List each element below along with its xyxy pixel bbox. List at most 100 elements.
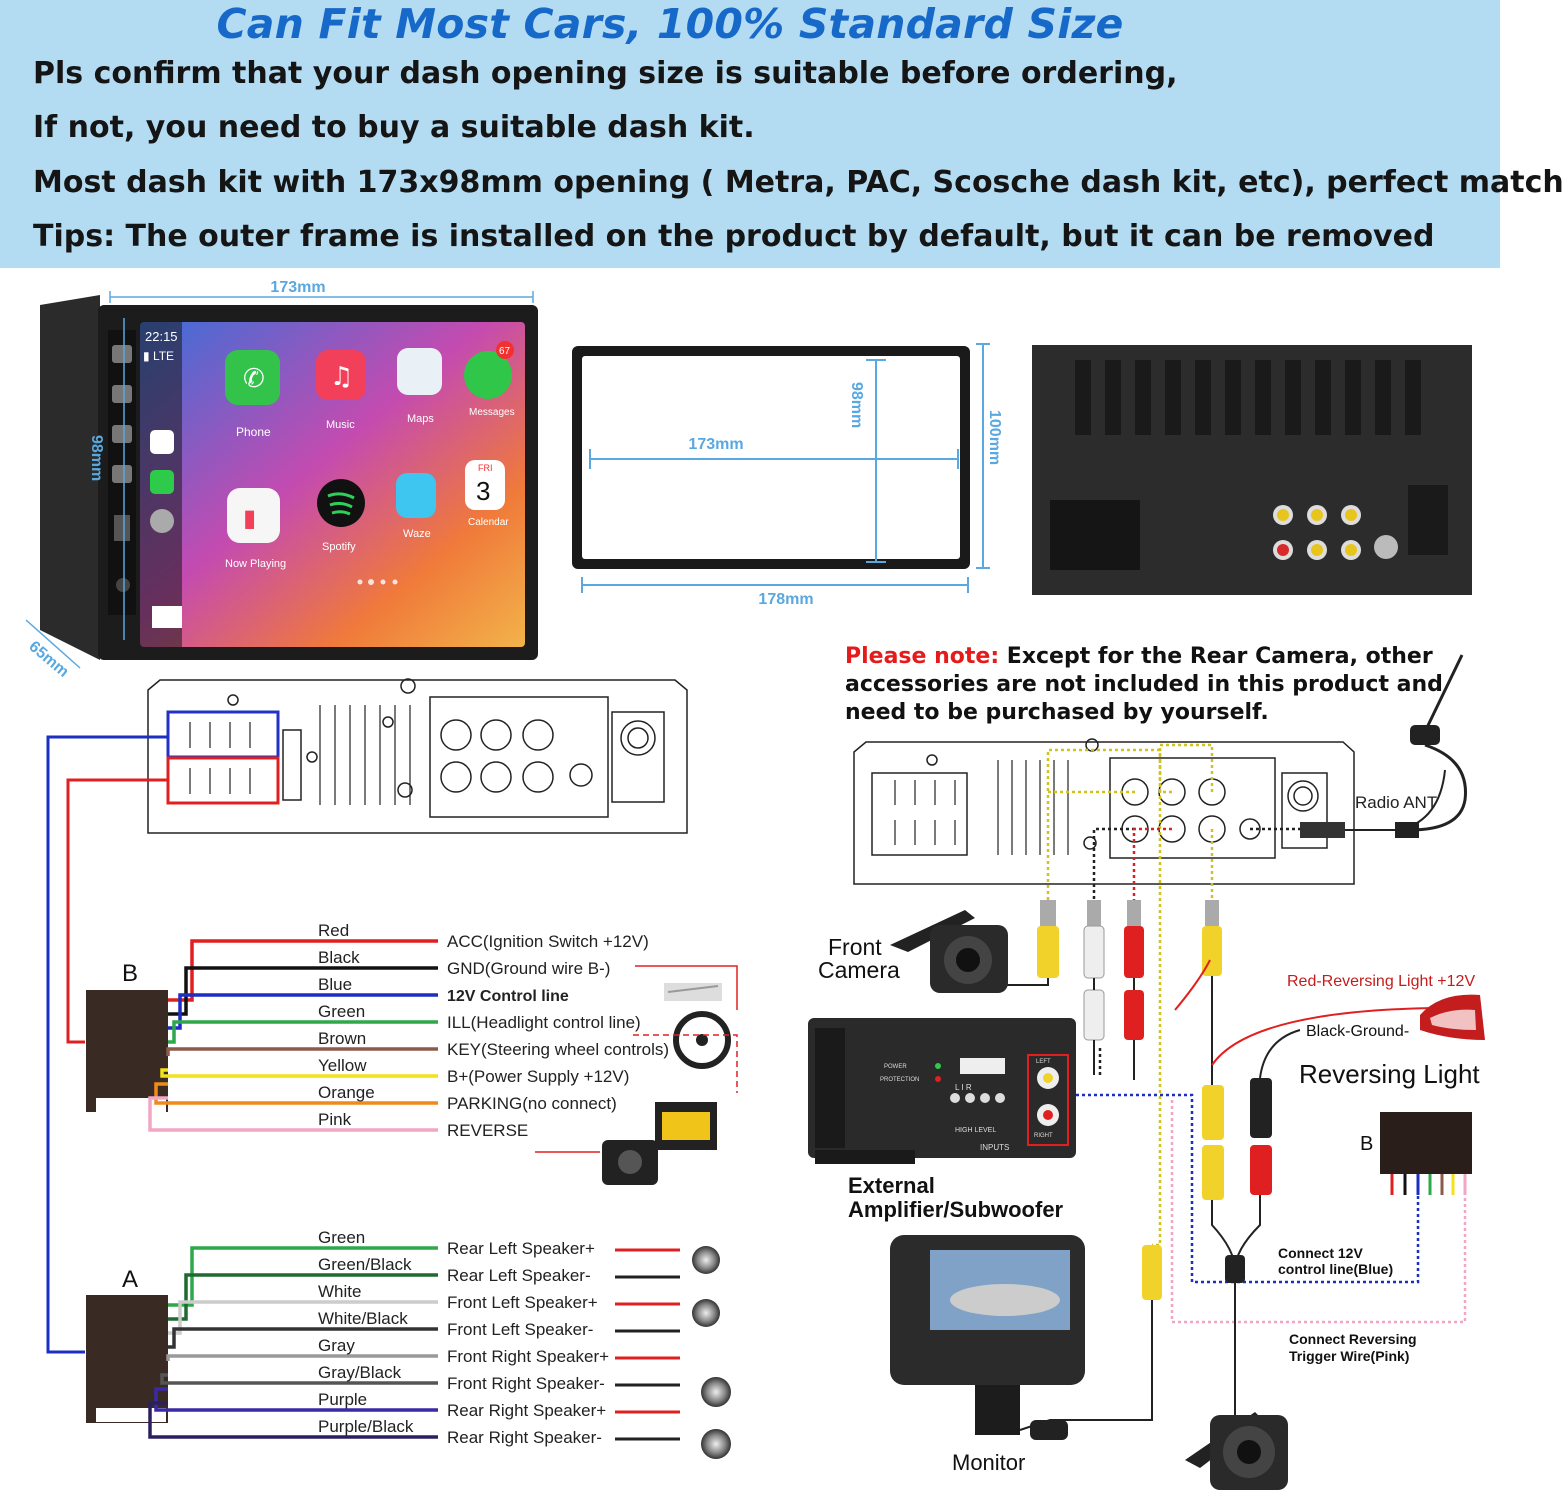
svg-text:POWER: POWER bbox=[884, 1064, 907, 1070]
diagram-canvas: 22:15 ▮ LTE ✆ Phone ♫ Music Maps 67 Mess… bbox=[25, 279, 1485, 1490]
frame-inner-width-label: 173mm bbox=[688, 436, 743, 453]
wire-function-label: Rear Left Speaker+ bbox=[447, 1239, 595, 1258]
calendar-app-label: Calendar bbox=[468, 517, 509, 528]
header-banner: Can Fit Most Cars, 100% Standard Size Pl… bbox=[0, 0, 1564, 268]
wire-function-label: REVERSE bbox=[447, 1121, 528, 1140]
reversing-light-icon bbox=[1420, 994, 1485, 1040]
wire-color-label: Gray bbox=[318, 1336, 355, 1355]
phone-app-label: Phone bbox=[236, 425, 271, 439]
svg-text:INPUTS: INPUTS bbox=[980, 1143, 1009, 1152]
speaker-icons bbox=[692, 1246, 731, 1459]
wire-color-label: Green bbox=[318, 1228, 365, 1247]
wire-color-label: Brown bbox=[318, 1029, 366, 1048]
speaker-front-left-icon bbox=[692, 1299, 720, 1327]
antenna-icon bbox=[1300, 654, 1467, 838]
reversing-red-label: Red-Reversing Light +12V bbox=[1287, 973, 1475, 990]
connect-12v-label-2: control line(Blue) bbox=[1278, 1261, 1393, 1277]
connector-drawing-left bbox=[147, 678, 688, 834]
wire-function-label: ILL(Headlight control line) bbox=[447, 1013, 641, 1032]
harness-b-link bbox=[66, 778, 168, 1044]
wire-purple bbox=[154, 1387, 438, 1412]
wire-color-label: Green/Black bbox=[318, 1255, 412, 1274]
header-line-3: Most dash kit with 173x98mm opening ( Me… bbox=[33, 165, 1564, 200]
harness-a-link bbox=[46, 735, 168, 1354]
wire-color-label: Red bbox=[318, 921, 349, 940]
harness-b-label: B bbox=[122, 960, 138, 987]
wire-function-label: Rear Right Speaker- bbox=[447, 1428, 602, 1447]
wire-function-label: Front Left Speaker+ bbox=[447, 1293, 598, 1312]
wire-purple-black bbox=[148, 1401, 438, 1439]
connect-rev-label-1: Connect Reversing bbox=[1289, 1331, 1417, 1347]
maps-app-icon bbox=[397, 348, 442, 395]
wire-gray bbox=[166, 1354, 438, 1361]
wire-gray-black bbox=[160, 1373, 438, 1385]
wire-function-label: Front Right Speaker+ bbox=[447, 1347, 609, 1366]
reversing-black-label: Black-Ground- bbox=[1306, 1023, 1409, 1040]
harness-a-label: A bbox=[122, 1266, 138, 1293]
messages-badge bbox=[496, 341, 514, 359]
frame-outer-width-label: 178mm bbox=[758, 591, 813, 608]
wire-green-black bbox=[168, 1273, 438, 1321]
page-title: Can Fit Most Cars, 100% Standard Size bbox=[216, 0, 1124, 48]
svg-text:L I R: L I R bbox=[955, 1083, 972, 1092]
wire-function-label: PARKING(no connect) bbox=[447, 1094, 617, 1113]
wire-brown bbox=[166, 1047, 438, 1056]
front-camera-label-1: Front bbox=[828, 934, 882, 960]
harness-b-mini-block bbox=[1380, 1112, 1472, 1174]
wire-function-label: Rear Right Speaker+ bbox=[447, 1401, 606, 1420]
amp-label-2: Amplifier/Subwoofer bbox=[848, 1197, 1064, 1222]
harness-b-mini-wires bbox=[1390, 1174, 1467, 1195]
svg-text:♫: ♫ bbox=[330, 362, 353, 392]
dashboard-icon bbox=[152, 606, 182, 628]
accessory-icons-left bbox=[535, 965, 738, 1185]
svg-text:▮: ▮ bbox=[243, 504, 256, 532]
header-line-1: Pls confirm that your dash opening size … bbox=[33, 56, 1178, 91]
wire-color-label: Gray/Black bbox=[318, 1363, 402, 1382]
speaker-rear-right-icon bbox=[701, 1429, 731, 1459]
phone-app-icon bbox=[225, 350, 280, 405]
wire-function-label: ACC(Ignition Switch +12V) bbox=[447, 932, 649, 951]
connect-rev-label-2: Trigger Wire(Pink) bbox=[1289, 1348, 1409, 1364]
music-app-icon bbox=[316, 350, 366, 400]
wire-function-label: 12V Control line bbox=[447, 988, 569, 1005]
svg-text:LEFT: LEFT bbox=[1036, 1059, 1051, 1065]
please-note-text: Except for the Rear Camera, other access… bbox=[845, 644, 1443, 725]
amplifier-icon bbox=[808, 1018, 1076, 1164]
harness-b-mini-label: B bbox=[1360, 1133, 1373, 1155]
connector-drawing-right bbox=[853, 738, 1355, 885]
wire-color-label: Pink bbox=[318, 1110, 352, 1129]
svg-text:HIGH LEVEL: HIGH LEVEL bbox=[955, 1127, 996, 1134]
unit-back-photo bbox=[1032, 345, 1472, 595]
frame-inner-height-label: 98mm bbox=[848, 382, 865, 428]
music-mini-icon bbox=[150, 470, 174, 494]
messages-app-icon bbox=[464, 351, 512, 399]
speaker-rear-left-icon bbox=[692, 1246, 720, 1274]
svg-text:✆: ✆ bbox=[243, 364, 265, 394]
rca-plugs bbox=[1037, 900, 1272, 1300]
header-line-4: Tips: The outer frame is installed on th… bbox=[33, 219, 1435, 254]
wire-green bbox=[168, 1020, 438, 1044]
wire-color-label: White bbox=[318, 1282, 361, 1301]
front-camera-label-2: Camera bbox=[818, 957, 900, 983]
wire-function-label: Front Right Speaker- bbox=[447, 1374, 605, 1393]
svg-text:FRI: FRI bbox=[478, 463, 493, 473]
wire-white-black bbox=[168, 1327, 438, 1349]
head-unit-photo: 22:15 ▮ LTE ✆ Phone ♫ Music Maps 67 Mess… bbox=[40, 295, 538, 660]
wire-yellow bbox=[160, 1068, 438, 1078]
dash-frame: 173mm 98mm 100mm 178mm bbox=[572, 343, 1003, 608]
maps-mini-icon bbox=[150, 430, 174, 454]
wire-color-label: White/Black bbox=[318, 1309, 408, 1328]
wire-black bbox=[168, 966, 438, 1016]
connect-12v-label-1: Connect 12V bbox=[1278, 1245, 1363, 1261]
iso-connector bbox=[1050, 500, 1140, 570]
wire-function-label: Rear Left Speaker- bbox=[447, 1266, 591, 1285]
svg-text:67: 67 bbox=[499, 346, 511, 357]
wire-color-label: Green bbox=[318, 1002, 365, 1021]
music-app-label: Music bbox=[326, 419, 355, 431]
unit-width-label: 173mm bbox=[270, 279, 325, 296]
messages-app-label: Messages bbox=[469, 407, 515, 418]
speaker-front-right-icon bbox=[701, 1377, 731, 1407]
waze-app-label: Waze bbox=[403, 528, 431, 540]
